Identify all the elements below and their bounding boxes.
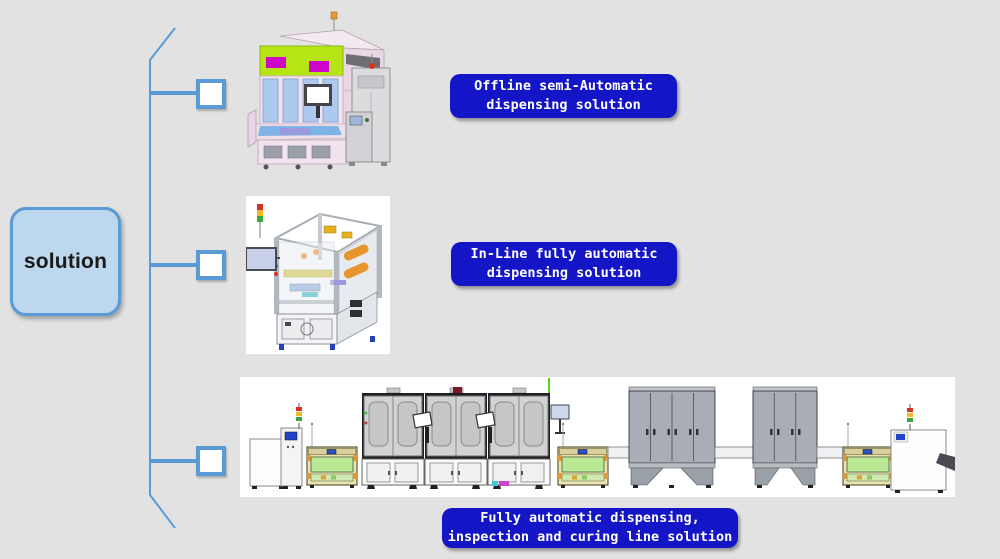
conveyor-station-2 — [557, 422, 609, 489]
conveyor-bridge-1 — [607, 446, 630, 459]
label-line-solution: Fully automatic dispensing, inspection a… — [442, 508, 738, 548]
inline-dispenser-drawing — [246, 204, 383, 350]
signal-tower — [295, 402, 303, 430]
curing-oven-1 — [628, 386, 716, 488]
machine-illustration-inline — [246, 196, 390, 354]
base-cabinet — [276, 291, 378, 350]
signal-tower — [257, 204, 263, 238]
inner-machinery — [274, 225, 369, 304]
label-offline-solution: Offline semi-Automatic dispensing soluti… — [450, 74, 677, 118]
conveyor-station-3 — [842, 422, 894, 489]
conveyor-bridge-2 — [714, 446, 754, 459]
conveyor-bridge-3 — [816, 446, 844, 459]
open-side-door — [247, 109, 257, 148]
root-node-solution: solution — [10, 207, 121, 316]
control-cabinet — [345, 54, 391, 166]
lower-cabinet — [257, 139, 349, 170]
branch-node-2 — [196, 250, 226, 280]
line-monitor-1 — [412, 411, 433, 429]
conveyor-station-1 — [306, 422, 358, 489]
label-line: In-Line fully automatic — [470, 246, 658, 262]
line-monitor-3 — [550, 404, 570, 434]
edge-conveyor-fragment — [936, 453, 955, 471]
top-vent — [453, 387, 462, 393]
work-deck — [253, 123, 349, 141]
machine-illustration-offline — [246, 10, 398, 172]
unloader-station — [890, 403, 947, 493]
offline-dispenser-drawing — [247, 11, 391, 170]
bracket-line — [149, 27, 176, 529]
monitor — [304, 84, 332, 118]
loader-station — [249, 402, 303, 489]
label-line: inspection and curing line solution — [447, 529, 733, 545]
line-drawing — [249, 378, 955, 493]
signal-tower — [906, 403, 914, 431]
frame-posts — [274, 214, 382, 322]
label-line: Offline semi-Automatic — [474, 78, 653, 94]
bracket-connector — [149, 27, 196, 529]
label-line: dispensing solution — [486, 265, 642, 281]
green-header-panel — [259, 45, 344, 77]
line-monitor-2 — [475, 411, 496, 429]
side-monitor — [246, 247, 280, 271]
label-line: dispensing solution — [486, 97, 641, 113]
label-line: Fully automatic dispensing, — [480, 510, 700, 526]
branch-node-3 — [196, 446, 226, 476]
front-glass-panel — [278, 241, 335, 319]
root-node-label: solution — [23, 249, 108, 273]
dispensing-machines — [361, 378, 570, 490]
machine-illustration-line — [240, 377, 955, 497]
label-inline-solution: In-Line fully automatic dispensing solut… — [451, 242, 677, 286]
curing-oven-2 — [752, 386, 818, 488]
branch-node-1 — [196, 79, 226, 109]
